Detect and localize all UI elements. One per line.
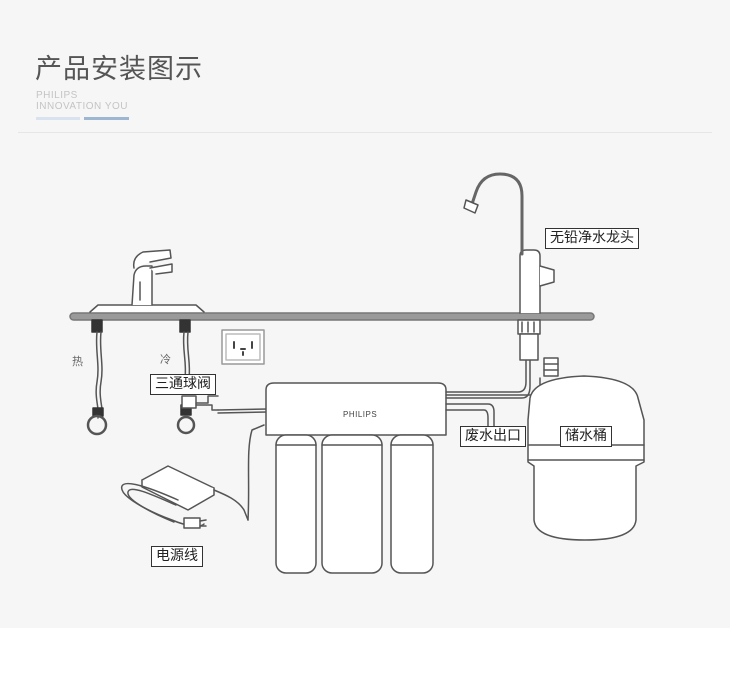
water-purifier-unit — [265, 382, 447, 574]
purified-water-faucet-icon — [463, 172, 555, 361]
ball-valve-label: 三通球阀 — [150, 374, 216, 395]
storage-tank-label: 储水桶 — [560, 426, 612, 447]
power-adapter-icon — [121, 424, 265, 529]
hot-label: 热 — [72, 355, 83, 368]
purifier-pipework — [445, 359, 541, 441]
cold-label: 冷 — [160, 353, 171, 366]
faucet-label: 无铅净水龙头 — [545, 228, 639, 249]
brand-name: PHILIPS — [36, 90, 78, 101]
hot-water-hose — [86, 319, 108, 436]
kitchen-faucet-icon — [89, 249, 205, 313]
accent-bar-light — [36, 117, 80, 120]
waste-outlet-label: 废水出口 — [460, 426, 526, 447]
storage-tank-icon — [527, 357, 645, 541]
accent-bar-dark — [84, 117, 129, 120]
ball-valve-icon — [181, 395, 269, 414]
wall-socket-icon — [221, 329, 265, 365]
unit-brand-mark: PHILIPS — [343, 410, 378, 419]
brand-slogan: INNOVATION YOU — [36, 101, 129, 112]
countertop — [69, 312, 595, 321]
page-title: 产品安装图示 — [35, 54, 203, 85]
power-cord-label: 电源线 — [151, 546, 203, 567]
installation-diagram — [69, 172, 645, 574]
header-divider — [18, 132, 712, 133]
